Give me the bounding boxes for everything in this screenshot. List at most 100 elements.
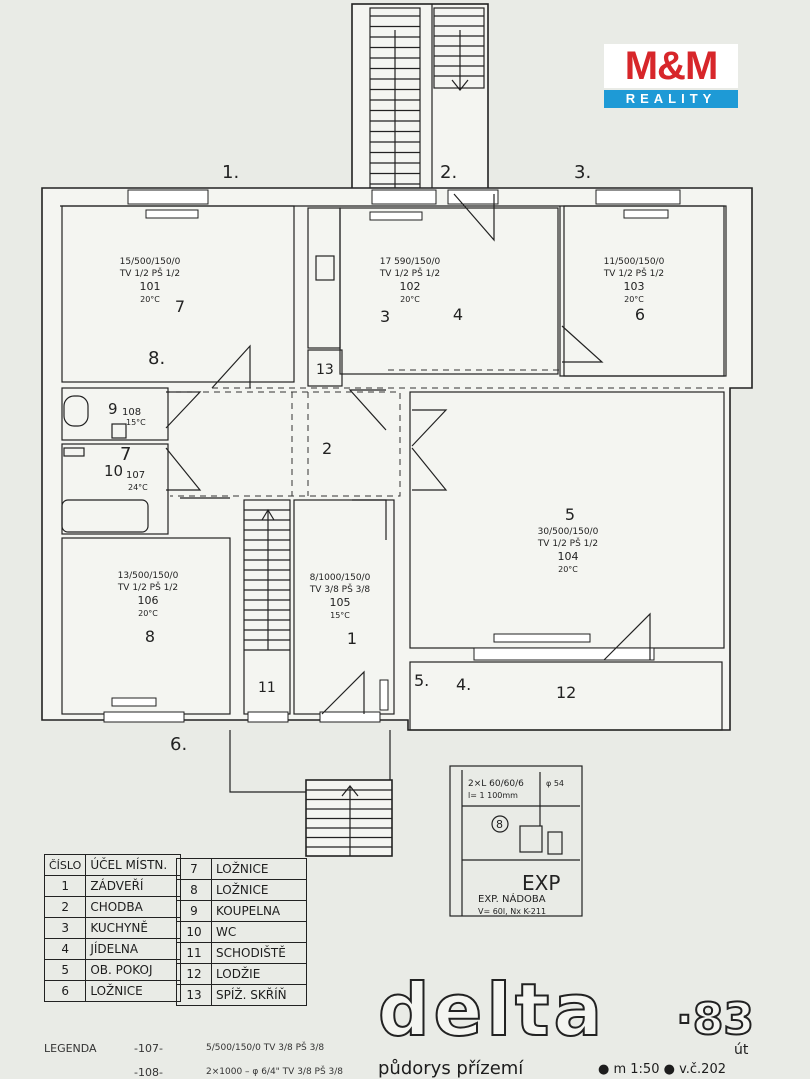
room-102-number: 4 [453,305,463,324]
legend-header-number: ČÍSLO [43,854,87,876]
room-104-tv: TV 1/2 PŠ 1/2 [537,537,598,549]
room-102-code: 102 [400,280,421,293]
room-104-temp: 20°C [558,565,578,574]
legend-line-1: LEGENDA -107- 5/500/150/0 TV 3/8 PŠ 3/8 [44,1042,324,1055]
legend-line-2-text: 2×1000 – φ 6/4" TV 3/8 PŠ 3/8 [206,1067,344,1077]
entrance-stair-bottom [229,730,393,857]
stair-number: 11 [258,680,276,696]
expansion-vessel-detail [449,765,583,917]
legend-line-2-code: -108- [134,1066,163,1079]
legend-room-name: CHODBA [85,896,182,918]
exp-marker: 8 [496,818,503,831]
legend-room-name: LOŽNICE [211,879,307,901]
legend-room-number: 1 [43,875,87,897]
room-104-code: 104 [558,550,579,563]
legend-line-1-text: 5/500/150/0 TV 3/8 PŠ 3/8 [206,1043,325,1053]
room-105-tv: TV 3/8 PŠ 3/8 [309,583,371,595]
legend-room-number: 4 [43,938,87,960]
room-9-number: 9 [108,400,118,418]
room-101-tv: TV 1/2 PŠ 1/2 [119,267,180,279]
room-101-spec: 15/500/150/0 [120,257,181,267]
legend-room-name: SCHODIŠTĚ [211,942,307,964]
project-title: delta [377,967,607,1053]
axis-label-2: 2. [440,162,457,183]
room-102-tv: TV 1/2 PŠ 1/2 [379,267,440,279]
legend-room-number: 12 [176,963,212,985]
room-105-number: 1 [347,629,357,648]
legend-header-row: ČÍSLO ÚČEL MÍSTN. [43,854,182,876]
exp-dim3: φ 54 [546,779,564,788]
legend-room-number: 11 [176,942,212,964]
logo-mark: M&M [604,44,738,88]
room-101-code: 101 [140,280,161,293]
doors [165,193,651,715]
legend-room-name: LOŽNICE [211,858,307,880]
exp-vessel: EXP. NÁDOBA [478,892,546,905]
axis-label-5: 5. [414,671,429,690]
legend-room-number: 2 [43,896,87,918]
pantry-number: 13 [316,362,334,378]
legend-room-name: KOUPELNA [211,900,307,922]
room-106-tv: TV 1/2 PŠ 1/2 [117,581,178,593]
room-8-marker: 8. [148,348,165,369]
legend-line-1-code: -107- [134,1042,163,1055]
room-105-spec: 8/1000/150/0 [310,573,371,583]
legend-room-number: 10 [176,921,212,943]
legend-header-purpose: ÚČEL MÍSTN. [85,854,182,876]
axis-label-1: 1. [222,162,239,183]
legend-label: LEGENDA [44,1042,97,1055]
legend-room-name: ZÁDVEŘÍ [85,875,182,897]
room-103-spec: 11/500/150/0 [604,257,665,267]
room-105-temp: 15°C [330,611,350,620]
drawing-scale: ● m 1:50 ● v.č.202 [598,1062,726,1077]
legend-room-number: 7 [176,858,212,880]
legend-room-number: 8 [176,879,212,901]
room-103-tv: TV 1/2 PŠ 1/2 [603,267,664,279]
small-room-labels: 9 108 15°C 10 107 24°C 7 3 2 13 11 12 8.… [104,307,576,702]
brand-logo: M&M REALITY [604,44,738,108]
legend-room-number: 5 [43,959,87,981]
room-101-number: 7 [175,297,185,316]
project-suffix: út [734,1042,749,1058]
drawing-subtitle: půdorys přízemí [378,1058,524,1079]
room-103-code: 103 [624,280,645,293]
axis-label-3: 3. [574,162,591,183]
sanitary-fixtures [61,255,335,533]
room-108-code: 108 [122,407,141,418]
room-103-number: 6 [635,305,645,324]
room-102-temp: 20°C [400,295,420,304]
room-102-spec: 17 590/150/0 [380,257,441,267]
room-107-code: 107 [126,470,145,481]
dashed-overhead-lines [170,369,724,497]
logo-wordmark: REALITY [604,90,738,108]
legend-room-name: JÍDELNA [85,938,182,960]
entrance-stair-top [351,3,489,193]
legend-room-number: 3 [43,917,87,939]
axis-label-6: 6. [170,734,187,755]
exp-dim1: 2×L 60/60/6 [468,779,524,789]
room-107-temp: 24°C [128,483,148,492]
room-106-number: 8 [145,627,155,646]
legend-line-2: -108- 2×1000 – φ 6/4" TV 3/8 PŠ 3/8 [134,1066,343,1079]
hall-number: 2 [322,439,332,458]
room-108-temp: 15°C [126,418,146,427]
legend-room-name: OB. POKOJ [85,959,182,981]
exp-label: EXP [522,871,560,895]
expansion-labels: 2×L 60/60/6 l= 1 100mm φ 54 8 EXP EXP. N… [468,779,564,916]
legend-room-number: 6 [43,980,87,1002]
windows [103,189,681,723]
